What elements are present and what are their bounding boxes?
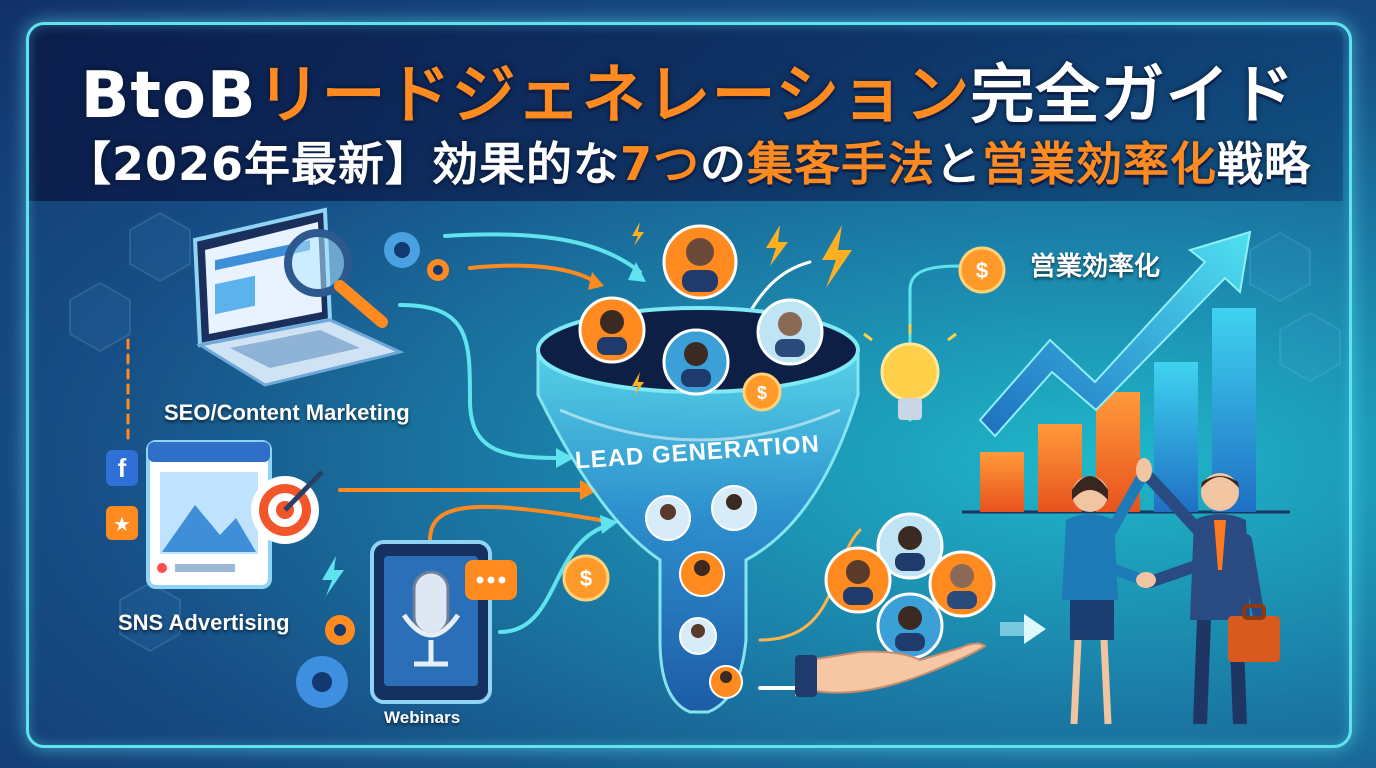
- coin-glyph: $: [580, 566, 592, 591]
- avatar: [578, 296, 646, 364]
- star-icon: [106, 506, 138, 540]
- arrow-webinar-cyan: [498, 523, 612, 634]
- hexagon-pattern: [69, 211, 1341, 653]
- coin-glyph: $: [757, 383, 767, 403]
- arrow-top-orange: [468, 263, 594, 282]
- avatar: [711, 485, 757, 531]
- gear-icon: [296, 615, 355, 708]
- handshake-icon: [1136, 458, 1156, 588]
- coin-glyph: $: [976, 258, 988, 283]
- social-card: [146, 440, 272, 589]
- arrow-to-handshake: [1000, 614, 1046, 644]
- subtitle-part-5: と: [935, 137, 983, 191]
- subtitle-part-7: 戦略: [1217, 137, 1312, 191]
- sub-title: 【2026年最新】効果的な7つの集客手法と営業効率化戦略: [0, 128, 1376, 194]
- sns-label: SNS Advertising: [118, 610, 290, 635]
- growth-arrow-icon: [978, 230, 1252, 438]
- facebook-icon: [106, 450, 138, 486]
- dollar-coin-icon: [958, 246, 1006, 294]
- title-part-guide: 完全ガイド: [970, 59, 1296, 133]
- main-title: BtoBリードジェネレーション完全ガイド: [0, 44, 1376, 136]
- gear-icon: [384, 232, 420, 268]
- briefcase-icon: [1228, 604, 1280, 662]
- title-part-leadgen: リードジェネレーション: [256, 59, 971, 133]
- open-hand-icon: [795, 642, 987, 697]
- lightbulb-icon: [863, 324, 957, 420]
- businessman: [1144, 472, 1264, 725]
- avatar: [928, 550, 996, 618]
- arrow-seo: [398, 303, 562, 460]
- arrow-webinar-orange: [428, 504, 602, 542]
- avatar: [645, 495, 691, 541]
- arrow-output: [758, 528, 862, 642]
- gear-icon: [427, 259, 449, 281]
- avatar: [876, 592, 944, 660]
- facebook-glyph: f: [118, 453, 127, 483]
- subtitle-part-1: 【2026年最新】効果的な: [64, 137, 620, 191]
- webinars-label: Webinars: [384, 708, 461, 727]
- efficiency-label: 営業効率化: [1030, 252, 1161, 282]
- avatar: [679, 617, 717, 655]
- chat-bubble-icon: [465, 560, 517, 600]
- avatar: [824, 546, 892, 614]
- subtitle-part-6: 営業効率化: [982, 137, 1218, 191]
- subtitle-part-2: 7つ: [620, 137, 701, 191]
- title-part-btob: BtoB: [80, 59, 257, 133]
- avatar: [662, 328, 730, 396]
- magnifier-icon: [284, 229, 388, 328]
- businesswoman: [1062, 474, 1154, 725]
- title-banner: [29, 25, 1343, 201]
- arrow-bulb: [908, 264, 962, 422]
- lightning-icon: [632, 222, 852, 396]
- subtitle-part-4: 集客手法: [747, 137, 936, 191]
- people-avatars: [578, 224, 996, 699]
- subtitle-part-3: の: [700, 137, 748, 191]
- avatar: [876, 512, 944, 580]
- dollar-coin-icon: [562, 554, 610, 602]
- avatar: [756, 298, 824, 366]
- star-glyph: ★: [113, 512, 131, 536]
- target-icon: [251, 470, 324, 544]
- arrow-top-cyan: [443, 232, 642, 274]
- lightning-icon: [322, 556, 344, 596]
- microphone-icon: [401, 570, 461, 667]
- dollar-coin-icon: [742, 372, 782, 412]
- avatar: [709, 665, 743, 699]
- seo-label: SEO/Content Marketing: [164, 400, 410, 425]
- avatar: [662, 224, 738, 300]
- avatar: [679, 551, 725, 597]
- glow-frame: [26, 22, 1352, 748]
